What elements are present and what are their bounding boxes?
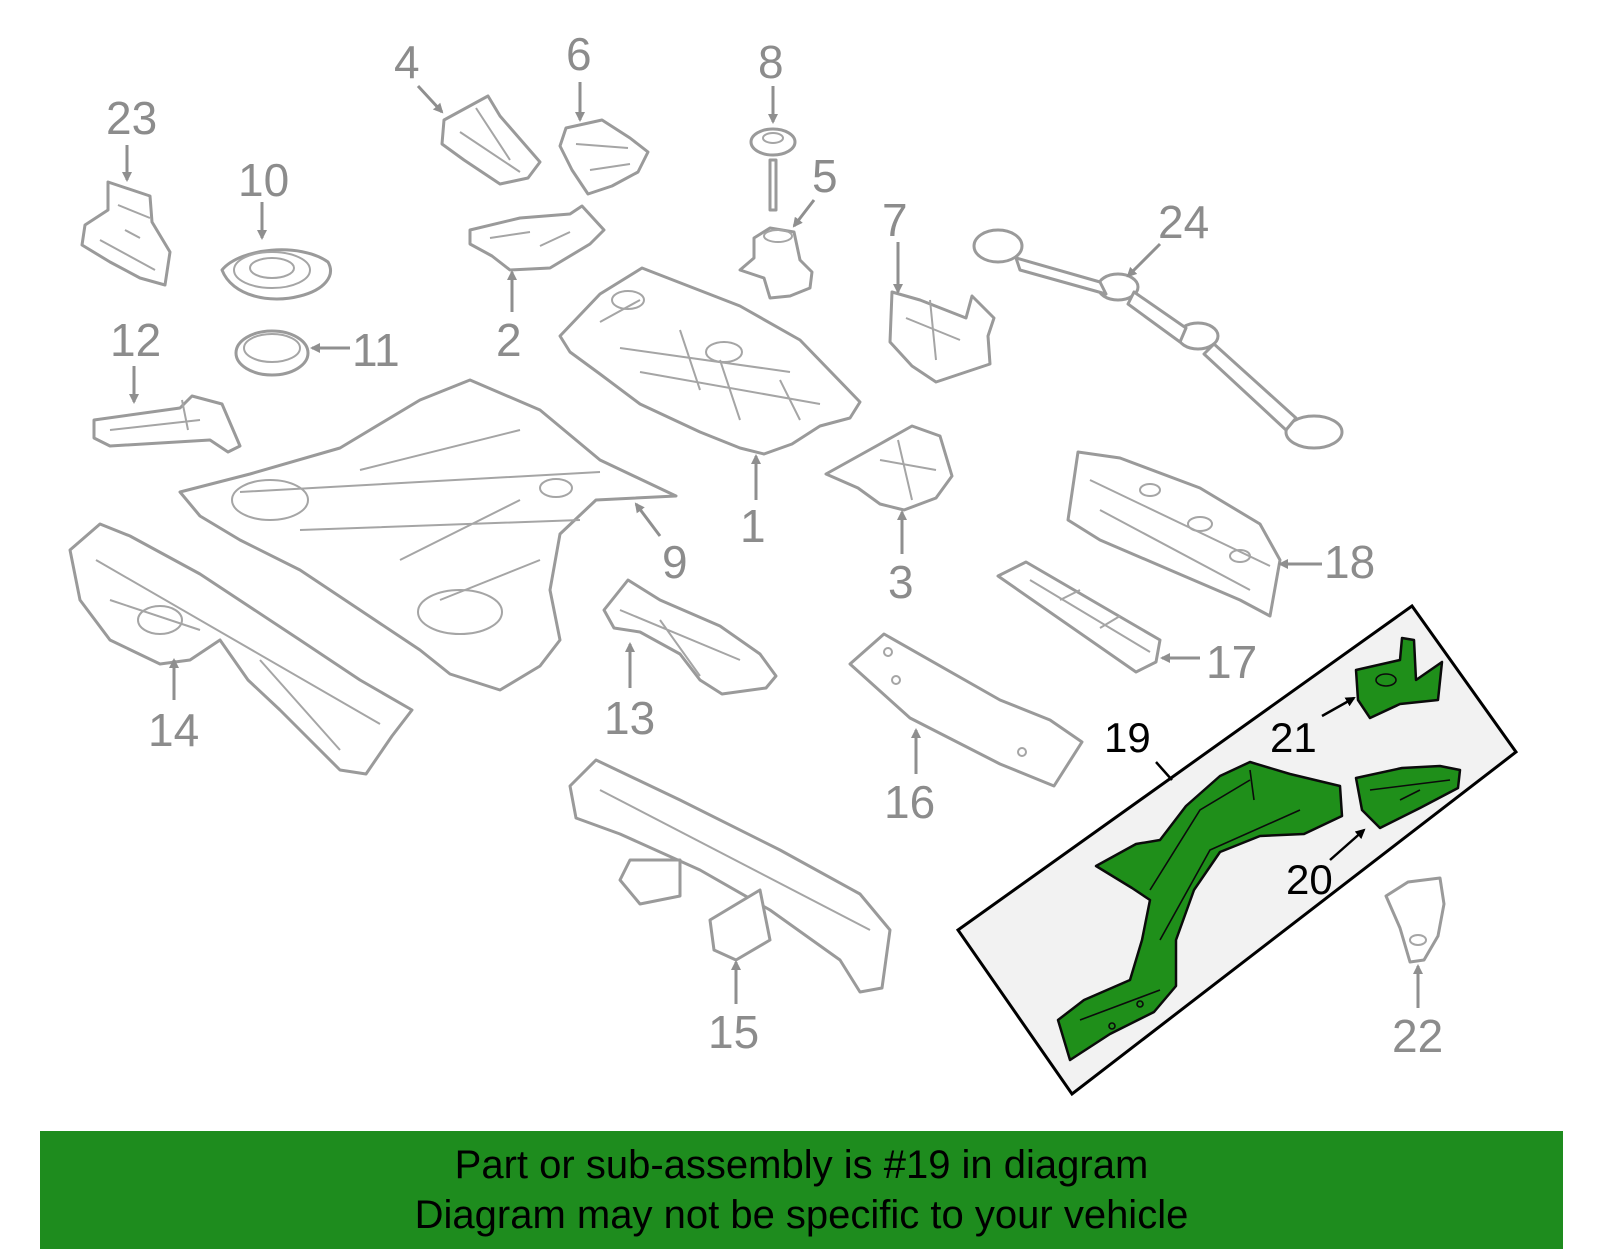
callout-7: 7 bbox=[882, 194, 908, 246]
highlight-box bbox=[955, 603, 1519, 1097]
info-banner: Part or sub-assembly is #19 in diagram D… bbox=[40, 1131, 1563, 1249]
callout-2: 2 bbox=[496, 314, 522, 366]
part-23-bracket bbox=[80, 180, 172, 287]
part-13-bracket bbox=[602, 578, 778, 696]
part-18-back-panel bbox=[1066, 450, 1282, 618]
callout-18: 18 bbox=[1324, 536, 1375, 588]
callout-4: 4 bbox=[394, 36, 420, 88]
leader-lines bbox=[122, 82, 1423, 1008]
part-11-ring bbox=[234, 329, 310, 377]
part-4-bracket bbox=[440, 94, 542, 186]
callout-10: 10 bbox=[238, 154, 289, 206]
callout-22: 22 bbox=[1392, 1010, 1443, 1062]
callout-23: 23 bbox=[106, 92, 157, 144]
part-5-bumper bbox=[738, 226, 814, 300]
callout-13: 13 bbox=[604, 692, 655, 744]
callout-6: 6 bbox=[566, 28, 592, 80]
part-19-rear-side-member[interactable] bbox=[1056, 760, 1344, 1062]
callout-16: 16 bbox=[884, 776, 935, 828]
callout-labels: 1 2 3 4 5 6 7 8 9 10 11 12 13 14 15 16 1… bbox=[106, 28, 1443, 1062]
part-22-bracket bbox=[1384, 876, 1446, 964]
part-7-bracket bbox=[888, 290, 996, 384]
part-10-mount bbox=[220, 248, 332, 301]
callout-17: 17 bbox=[1206, 636, 1257, 688]
callout-11: 11 bbox=[352, 324, 400, 376]
part-12-reinforcement bbox=[92, 394, 242, 454]
part-24-bar bbox=[972, 228, 1344, 450]
banner-line-part: Part or sub-assembly is #19 in diagram bbox=[454, 1143, 1149, 1187]
part-16-plate bbox=[848, 632, 1084, 788]
callout-8: 8 bbox=[758, 36, 784, 88]
callout-1: 1 bbox=[740, 500, 766, 552]
callout-12: 12 bbox=[110, 314, 161, 366]
part-14-side-member bbox=[68, 522, 414, 776]
callout-15: 15 bbox=[708, 1006, 759, 1058]
part-20-bracket bbox=[1354, 764, 1462, 830]
callout-19[interactable]: 19 bbox=[1104, 714, 1151, 761]
part-17-crossmember bbox=[996, 560, 1162, 674]
callout-20: 20 bbox=[1286, 856, 1333, 903]
banner-line-disclaimer: Diagram may not be specific to your vehi… bbox=[414, 1193, 1189, 1237]
part-9-main-floor bbox=[178, 378, 678, 692]
part-2-panel bbox=[468, 204, 606, 272]
part-21-bracket bbox=[1354, 636, 1444, 720]
callout-14: 14 bbox=[148, 704, 199, 756]
callout-3: 3 bbox=[888, 556, 914, 608]
part-3-bracket bbox=[824, 424, 954, 512]
callout-9: 9 bbox=[662, 536, 688, 588]
part-15-crossmember bbox=[568, 758, 892, 994]
callout-24: 24 bbox=[1158, 196, 1209, 248]
part-8-bolt bbox=[749, 127, 797, 212]
callout-21: 21 bbox=[1270, 714, 1317, 761]
leader-lines-dark bbox=[1155, 696, 1366, 861]
part-6-bracket bbox=[558, 118, 650, 196]
part-1-rear-floor bbox=[558, 266, 862, 456]
callout-5: 5 bbox=[812, 150, 838, 202]
